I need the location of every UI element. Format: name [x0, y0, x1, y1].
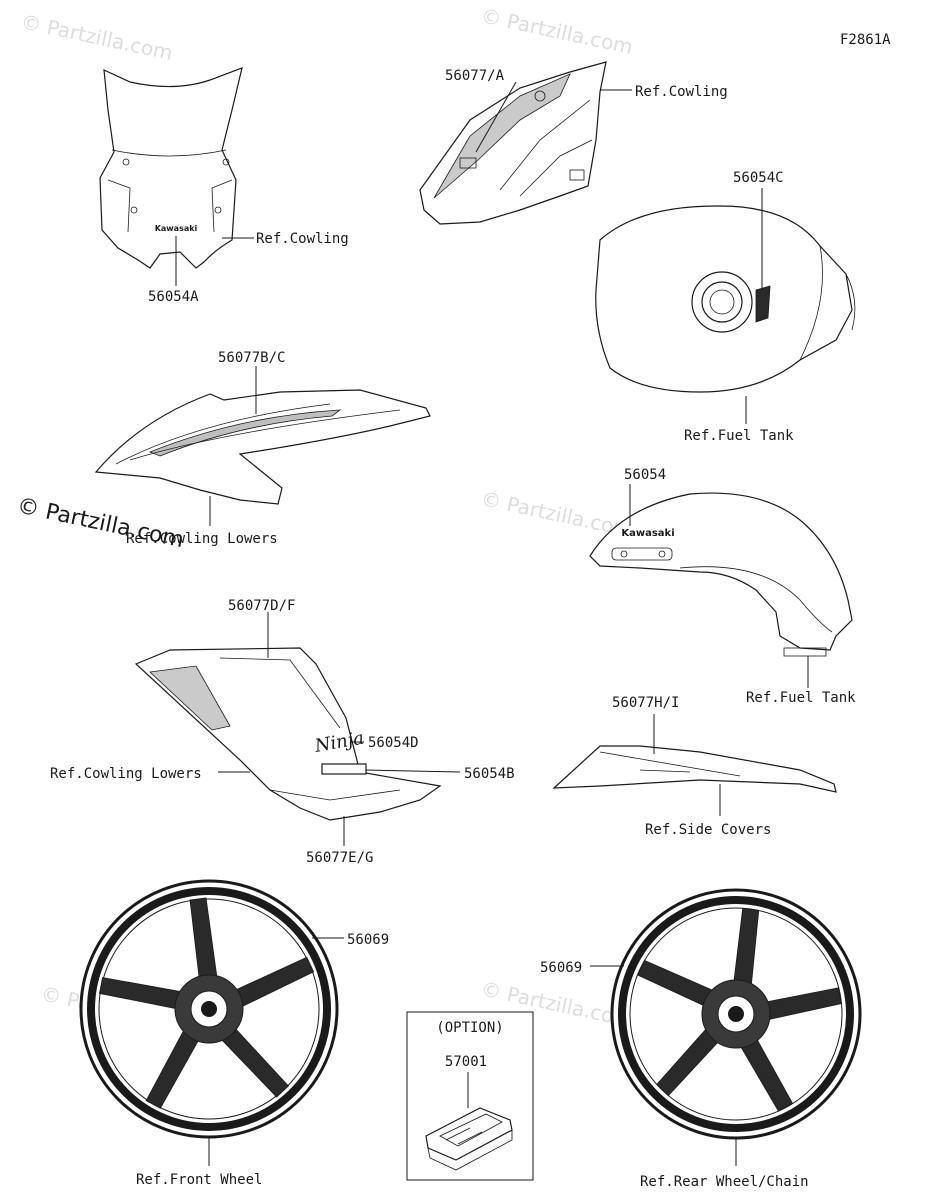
option-part-illustration	[425, 1107, 513, 1171]
fuel-tank-top-illustration	[595, 205, 856, 393]
label-front-wheel-part: 56069	[347, 932, 389, 948]
label-ninja-emblem-part: 56054D	[368, 735, 419, 751]
side-cover-illustration	[552, 745, 837, 793]
front-wheel-illustration	[79, 879, 339, 1139]
label-side-cover-part: 56077H/I	[612, 695, 679, 711]
label-lower-side-ref: Ref.Cowling Lowers	[126, 531, 278, 547]
label-badge-part: 56054B	[464, 766, 515, 782]
label-windshield-ref: Ref.Cowling	[256, 231, 349, 247]
option-title: (OPTION)	[436, 1020, 503, 1036]
label-tank-top-ref: Ref.Fuel Tank	[684, 428, 794, 444]
label-middle-cowl-part: 56077D/F	[228, 598, 295, 614]
label-upper-cowl-ref: Ref.Cowling	[635, 84, 728, 100]
middle-cowl-illustration: Ninja	[134, 647, 442, 821]
kawasaki-decal-windshield: Kawasaki	[155, 224, 198, 233]
option-part-label: 57001	[445, 1054, 487, 1070]
label-tank-side-part: 56054	[624, 467, 666, 483]
label-lower-side-part: 56077B/C	[218, 350, 285, 366]
option-box: (OPTION) 57001	[406, 1011, 534, 1181]
fuel-tank-side-illustration: Kawasaki	[589, 492, 853, 657]
watermark: © Partzilla.com	[479, 3, 635, 59]
figure-id: F2861A	[840, 32, 891, 48]
label-rear-wheel-part: 56069	[540, 960, 582, 976]
label-tank-top-part: 56054C	[733, 170, 784, 186]
lower-side-cowl-illustration	[94, 389, 431, 505]
label-middle-cowl-lower-part: 56077E/G	[306, 850, 373, 866]
label-rear-wheel-ref: Ref.Rear Wheel/Chain	[640, 1174, 809, 1190]
rear-wheel-illustration	[610, 888, 862, 1140]
kawasaki-decal-tank: Kawasaki	[621, 528, 674, 539]
label-side-cover-ref: Ref.Side Covers	[645, 822, 771, 838]
label-front-wheel-ref: Ref.Front Wheel	[136, 1172, 262, 1188]
label-upper-cowl-part: 56077/A	[445, 68, 505, 84]
windshield-illustration: Kawasaki	[99, 67, 243, 269]
label-middle-cowl-ref: Ref.Cowling Lowers	[50, 766, 202, 782]
label-windshield-part: 56054A	[148, 289, 199, 305]
watermark: © Partzilla.com	[19, 9, 175, 65]
upper-cowling-illustration	[419, 61, 607, 225]
label-tank-side-ref: Ref.Fuel Tank	[746, 690, 856, 706]
